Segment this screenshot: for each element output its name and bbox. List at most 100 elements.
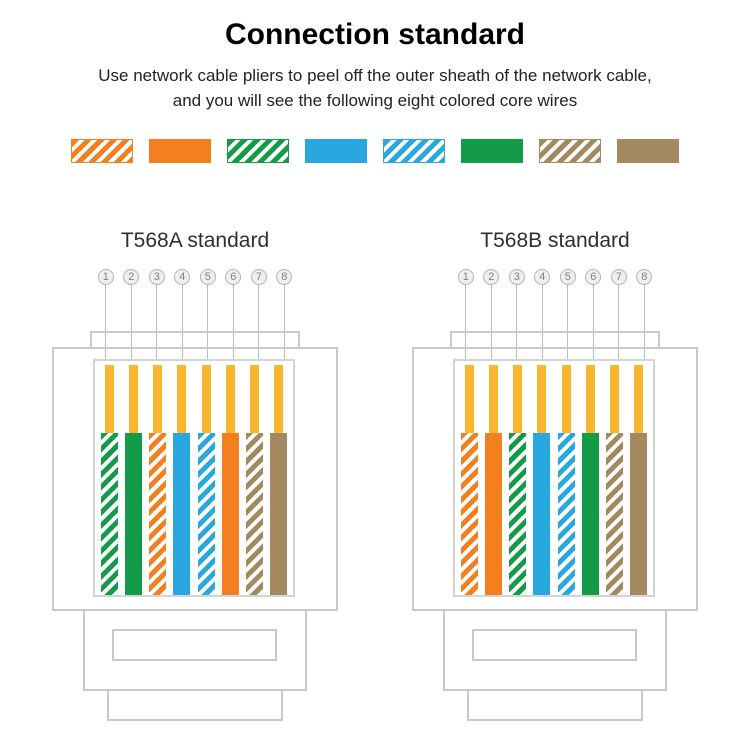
gold-pin	[153, 365, 163, 434]
gold-pin	[250, 365, 260, 434]
connector-tail	[107, 691, 283, 722]
pin-lead-line	[606, 285, 632, 360]
gold-pin	[201, 365, 211, 434]
swatch-orange	[149, 139, 211, 164]
wire-color-bar	[484, 433, 502, 596]
connector-shoulder	[450, 331, 660, 348]
connector-body	[83, 611, 307, 692]
wire-color-bar	[221, 433, 239, 596]
wire-brown	[627, 365, 651, 596]
wire-white-green	[506, 365, 530, 596]
wire-color-bar	[246, 433, 264, 596]
page-title: Connection standard	[224, 18, 525, 51]
pin-lead-line	[195, 285, 221, 360]
pin-number: 1	[97, 269, 114, 286]
gold-pin	[634, 365, 644, 434]
gold-pin	[513, 365, 523, 434]
pin-number: 4	[174, 269, 191, 286]
connector-body	[443, 611, 667, 692]
pin-lead-line	[272, 285, 298, 360]
connector-label: T568A standard	[120, 229, 270, 253]
wire-window	[93, 359, 295, 598]
swatch-white-orange	[71, 139, 133, 164]
pin-cell: 5	[555, 269, 581, 286]
wire-color-bar	[630, 433, 648, 596]
swatch-green	[461, 139, 523, 164]
pin-cell: 2	[119, 269, 145, 286]
wire-white-blue	[554, 365, 578, 596]
connector-head	[412, 347, 698, 612]
pin-lead-line	[555, 285, 581, 360]
wire-blue	[530, 365, 554, 596]
gold-pin	[585, 365, 595, 434]
connector-shoulder	[90, 331, 300, 348]
connector-tail	[467, 691, 643, 722]
swatch-white-brown	[539, 139, 601, 164]
pin-cell: 5	[195, 269, 221, 286]
wire-white-brown	[603, 365, 627, 596]
pin-cell: 7	[606, 269, 632, 286]
pin-lead-line	[144, 285, 170, 360]
gold-pin	[177, 365, 187, 434]
pin-number: 5	[559, 269, 576, 286]
pin-cell: 8	[632, 269, 658, 286]
pin-lead-line	[504, 285, 530, 360]
wire-blue	[170, 365, 194, 596]
wire-white-orange	[457, 365, 481, 596]
wire-white-brown	[243, 365, 267, 596]
pin-lead-line	[479, 285, 505, 360]
swatch-blue	[305, 139, 367, 164]
connector-latch	[112, 629, 277, 662]
gold-pin	[537, 365, 547, 434]
subtitle: Use network cable pliers to peel off the…	[0, 64, 750, 113]
gold-pin	[104, 365, 114, 434]
swatch-white-blue	[383, 139, 445, 164]
pin-lead-line	[581, 285, 607, 360]
pin-lead-line	[170, 285, 196, 360]
pin-lead-line	[530, 285, 556, 360]
pin-number: 4	[534, 269, 551, 286]
wire-orange	[218, 365, 242, 596]
wire-color-bar	[173, 433, 191, 596]
subtitle-line-2: and you will see the following eight col…	[172, 90, 578, 110]
pin-cell: 8	[272, 269, 298, 286]
pin-number: 7	[610, 269, 627, 286]
gold-pin	[561, 365, 571, 434]
gold-pin	[128, 365, 138, 434]
pin-lead-line	[632, 285, 658, 360]
wire-color-bar	[460, 433, 478, 596]
swatch-brown	[617, 139, 679, 164]
pin-number: 3	[508, 269, 525, 286]
wire-color-bar	[149, 433, 167, 596]
pin-cell: 4	[170, 269, 196, 286]
wire-white-orange	[146, 365, 170, 596]
pin-cell: 7	[246, 269, 272, 286]
wire-window	[453, 359, 655, 598]
connector-label: T568B standard	[480, 229, 630, 253]
pin-lead-line	[246, 285, 272, 360]
wire-color-bar	[557, 433, 575, 596]
wire-orange	[481, 365, 505, 596]
pin-lead-lines	[93, 285, 298, 360]
pin-number: 8	[276, 269, 293, 286]
pin-number: 3	[148, 269, 165, 286]
wire-color-bar	[197, 433, 215, 596]
wire-color-bar	[606, 433, 624, 596]
pin-number: 2	[483, 269, 500, 286]
wire-white-blue	[194, 365, 218, 596]
pin-cell: 3	[504, 269, 530, 286]
pin-number: 1	[457, 269, 474, 286]
wire-green	[121, 365, 145, 596]
pin-lead-lines	[453, 285, 658, 360]
pin-cell: 6	[581, 269, 607, 286]
pin-number: 7	[250, 269, 267, 286]
subtitle-line-1: Use network cable pliers to peel off the…	[98, 66, 652, 85]
wire-color-bar	[270, 433, 288, 596]
wire-color-bar	[124, 433, 142, 596]
wire-color-bar	[509, 433, 527, 596]
